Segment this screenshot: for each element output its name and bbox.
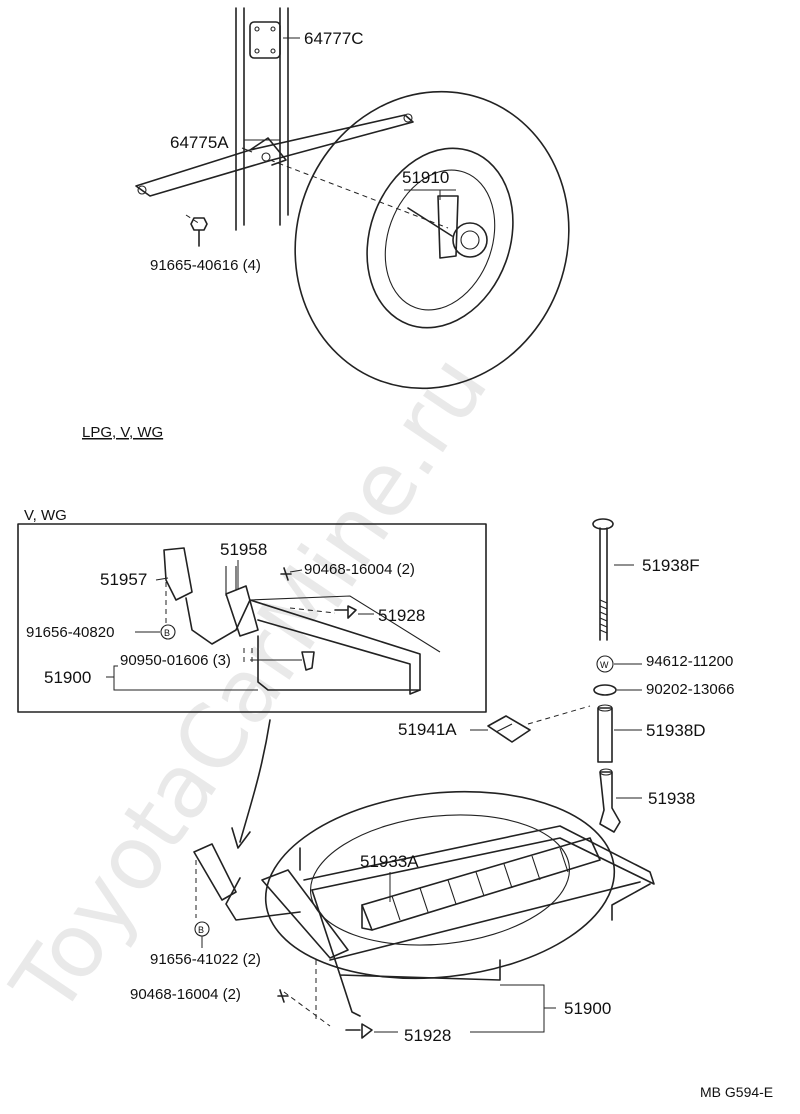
label-64777c: 64777C [304, 29, 364, 48]
washer-w-text: W [600, 660, 609, 670]
top-assembly [135, 7, 570, 390]
label-51933a: 51933A [360, 852, 419, 871]
washer-w-icon [596, 655, 614, 673]
label-94612-11200: 94612-11200 [646, 653, 733, 670]
label-51938f: 51938F [642, 556, 700, 575]
plate-64777c [249, 21, 281, 59]
label-64775a: 64775A [170, 133, 229, 152]
ref-b-icon [160, 624, 176, 640]
arrow-inset-to-carrier [239, 719, 271, 843]
inset-carrier [163, 547, 441, 695]
ref-b-text-bottom: B [198, 925, 204, 935]
label-90202-13066: 90202-13066 [646, 681, 734, 698]
label-51958: 51958 [220, 540, 267, 559]
spare-tire-top [294, 90, 570, 390]
label-51900-bot: 51900 [564, 999, 611, 1018]
label-91665-40616: 91665-40616 (4) [150, 257, 261, 274]
inset-box [17, 523, 487, 713]
label-90468-top: 90468-16004 (2) [304, 561, 415, 578]
label-51941a: 51941A [398, 720, 457, 739]
bottom-carrier [193, 790, 655, 1039]
bracket-64775a [135, 114, 414, 197]
label-91656-40820: 91656-40820 [26, 624, 114, 641]
footer-code: MB G594-E [700, 1084, 773, 1100]
label-90468-bot: 90468-16004 (2) [130, 986, 241, 1003]
label-51957: 51957 [100, 570, 147, 589]
label-51938: 51938 [648, 789, 695, 808]
label-51910: 51910 [402, 168, 449, 187]
label-51928-top: 51928 [378, 606, 425, 625]
label-90950-01606: 90950-01606 (3) [120, 652, 231, 669]
hold-down-51910 [407, 195, 488, 259]
label-51938d: 51938D [646, 721, 706, 740]
section-label-v-wg: V, WG [24, 507, 67, 524]
label-51900-top: 51900 [44, 668, 91, 687]
section-label-lpg-v-wg: LPG, V, WG [82, 424, 163, 441]
label-91656-41022: 91656-41022 (2) [150, 951, 261, 968]
ref-b-text: B [164, 628, 170, 638]
jack-handle-parts: W [487, 518, 621, 833]
label-51928-bot: 51928 [404, 1026, 451, 1045]
